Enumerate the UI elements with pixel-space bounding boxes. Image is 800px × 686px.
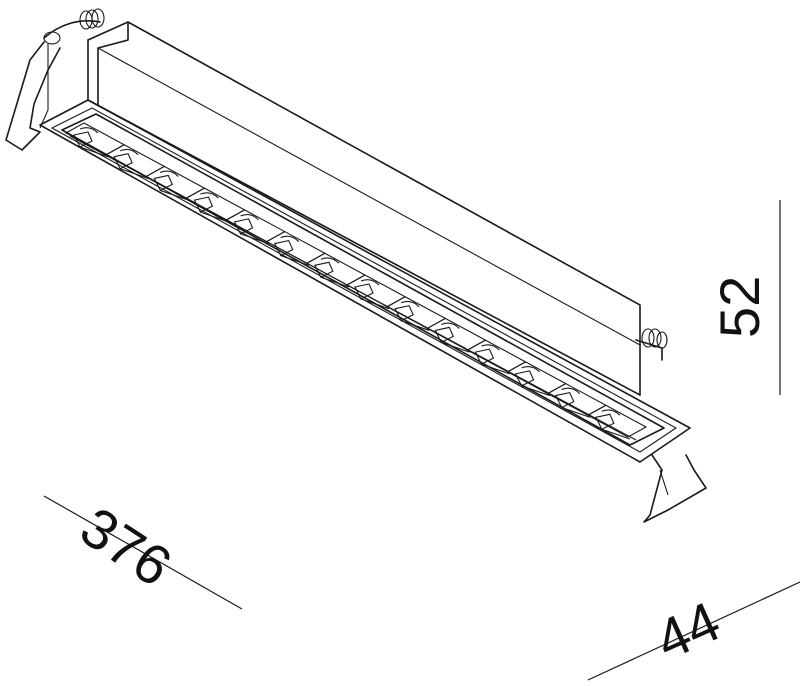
led-cell (145, 165, 206, 201)
led-cell (586, 404, 648, 440)
dimension-line-length (43, 495, 243, 610)
led-cell (506, 361, 567, 397)
led-channel (61, 113, 665, 446)
dimension-line-width (587, 581, 800, 681)
led-cell (104, 144, 166, 179)
dimension-label-height: 52 (708, 275, 771, 338)
led-cell (546, 382, 608, 418)
spring-clip-right (635, 328, 707, 523)
housing (87, 21, 641, 396)
led-cell (466, 339, 527, 375)
led-cell (64, 122, 126, 158)
led-cell (185, 187, 246, 223)
led-cells (64, 122, 648, 440)
trim-frame (39, 99, 691, 463)
spring-clip-left (5, 8, 105, 151)
